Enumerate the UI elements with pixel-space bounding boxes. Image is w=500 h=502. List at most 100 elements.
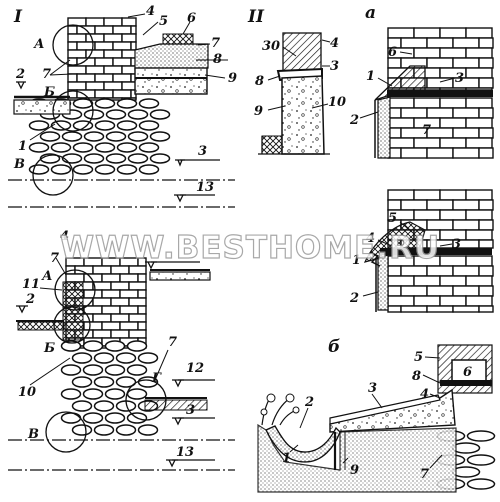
brick-wall [387, 189, 494, 313]
brick [413, 97, 441, 109]
stone [126, 364, 148, 376]
label-2: 2 [349, 113, 359, 128]
brick [426, 57, 454, 69]
stone [104, 364, 126, 376]
watermark-text: WWW.BESTHOME.RU [60, 230, 440, 266]
brick [400, 107, 428, 119]
brick [121, 81, 137, 91]
brick [387, 27, 415, 39]
stone [93, 424, 115, 436]
brick [400, 305, 428, 313]
brick [478, 77, 494, 89]
brick [103, 81, 123, 91]
label-3: 3 [186, 403, 195, 418]
stone [28, 164, 50, 175]
stone [116, 120, 138, 131]
brick [92, 329, 112, 339]
stone [104, 388, 126, 400]
stone [39, 131, 61, 142]
brick [112, 25, 132, 35]
brick-wall [67, 17, 137, 101]
brick [128, 265, 147, 275]
brick [103, 49, 123, 59]
brick [478, 57, 494, 69]
brick [439, 255, 467, 267]
callout-A: А [41, 269, 53, 284]
callout-V: В [27, 427, 39, 442]
brick [426, 107, 454, 119]
stone [72, 142, 94, 153]
brick [426, 147, 454, 159]
brick [387, 199, 402, 211]
brick [439, 47, 467, 59]
brick [101, 273, 121, 283]
stone [116, 142, 138, 153]
stone [61, 131, 83, 142]
brick [478, 285, 494, 297]
brick [439, 295, 467, 307]
brick [137, 321, 147, 331]
label-2: 2 [304, 395, 314, 410]
stone [116, 98, 138, 109]
stone [93, 376, 115, 388]
stone [127, 153, 149, 164]
label-9: 9 [228, 71, 237, 86]
brick [413, 27, 441, 39]
stone [466, 478, 496, 490]
brick [103, 65, 123, 75]
brick [387, 117, 415, 129]
label-1: 1 [352, 253, 361, 268]
label-8: 8 [213, 52, 222, 67]
callout-B: Б [43, 85, 55, 100]
label-4: 4 [330, 36, 339, 51]
brick [137, 273, 147, 283]
brick [76, 57, 96, 67]
stone [60, 340, 82, 352]
brick [92, 281, 112, 291]
label-2: 2 [25, 292, 35, 307]
brick [478, 127, 494, 139]
brick [478, 147, 494, 159]
stone [93, 400, 115, 412]
brick [452, 199, 480, 211]
brick [85, 81, 105, 91]
brick [387, 97, 415, 109]
label-7: 7 [422, 123, 431, 138]
brick [413, 295, 441, 307]
stone [104, 412, 126, 424]
brick [465, 117, 493, 129]
label-5: 5 [159, 14, 168, 29]
brick [452, 219, 480, 231]
label-7b: 7 [168, 335, 177, 350]
stone [72, 164, 94, 175]
label-6: 6 [463, 365, 472, 380]
brick [413, 47, 441, 59]
brick [439, 189, 467, 201]
brick [121, 33, 137, 43]
callout-G: Г [151, 371, 162, 386]
label-7: 7 [50, 251, 59, 266]
brick [465, 67, 493, 79]
label-5: 5 [414, 350, 423, 365]
brick [439, 117, 467, 129]
stone [71, 424, 93, 436]
section-II-title: II [247, 7, 265, 27]
stone [115, 424, 137, 436]
stone [126, 388, 148, 400]
brick [112, 57, 132, 67]
brick [465, 255, 493, 267]
stone [149, 153, 171, 164]
label-10: 10 [18, 385, 36, 400]
stone [94, 120, 116, 131]
brick [94, 73, 114, 83]
brick [439, 275, 467, 287]
brick [92, 297, 112, 307]
stone [138, 98, 160, 109]
brick [119, 305, 139, 315]
stone [149, 131, 171, 142]
brick [465, 87, 493, 91]
rubble-foundation [60, 340, 159, 436]
brick [439, 209, 467, 221]
brick [426, 219, 454, 231]
brick [85, 65, 105, 75]
